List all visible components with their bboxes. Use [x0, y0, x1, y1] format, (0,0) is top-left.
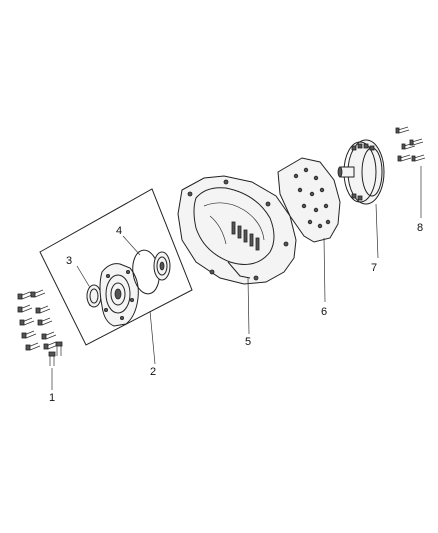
- transmission-case: [177, 175, 297, 335]
- oil-pump-body: [99, 263, 139, 327]
- valve-body-plate: [277, 157, 341, 303]
- callout-2: 2: [150, 366, 156, 378]
- callout-5: 5: [245, 336, 251, 348]
- bolt-set-right: [395, 126, 426, 218]
- callout-8: 8: [417, 222, 423, 234]
- seal-ring: [76, 265, 102, 308]
- callout-3: 3: [66, 255, 72, 267]
- pump-assembly-group-box: [39, 188, 193, 365]
- bolt-set-left: [17, 289, 63, 390]
- callout-labels: 1 2 3 4 5 6 7 8: [49, 222, 423, 404]
- callout-1: 1: [49, 392, 55, 404]
- torque-converter: [337, 139, 385, 259]
- callout-4: 4: [116, 225, 122, 237]
- callout-6: 6: [321, 306, 327, 318]
- callout-7: 7: [371, 262, 377, 274]
- bearing: [153, 251, 171, 281]
